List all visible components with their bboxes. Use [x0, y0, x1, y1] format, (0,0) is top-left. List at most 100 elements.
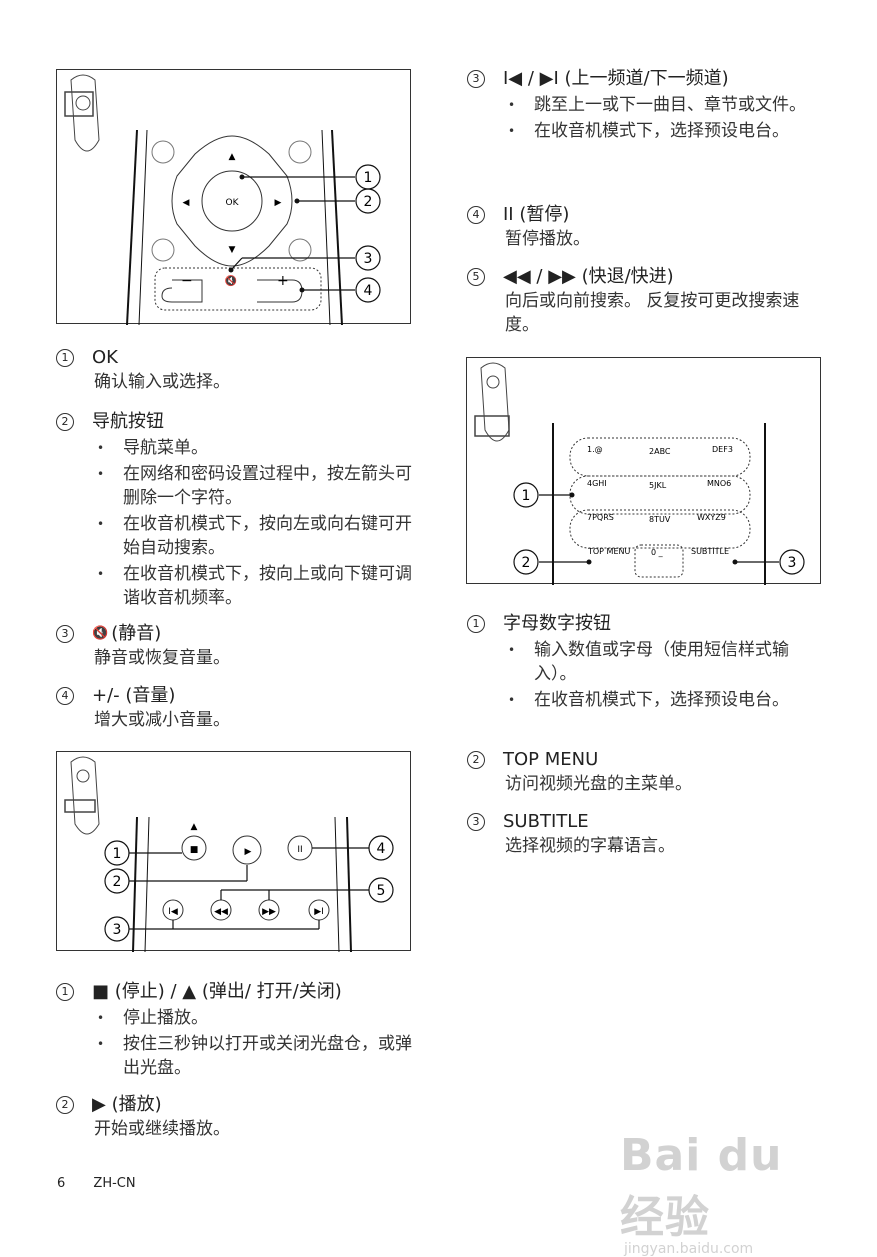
watermark-url: jingyan.baidu.com: [624, 1241, 754, 1257]
callout-1: 1: [522, 488, 531, 504]
figure-alphanumeric-keys: 1.@ 2ABC DEF3 4GHI 5JKL MNO6 7PQRS 8TUV …: [466, 357, 821, 585]
callout-3: 3: [788, 555, 797, 571]
ok-button: [201, 170, 263, 232]
callout-1: 1: [113, 846, 122, 862]
key-1: 1.@: [587, 445, 603, 454]
entry-desc: 暂停播放。: [505, 229, 590, 249]
nav-ring: [171, 135, 293, 267]
bullet: 在收音机模式下，按向左或向右键可开始自动搜索。: [94, 512, 416, 560]
key-0: 0 _: [651, 548, 664, 557]
entry-title: 字母数字按钮: [503, 613, 611, 634]
watermark-logo: Bai du 经验: [620, 1130, 783, 1243]
callout-5: 5: [377, 883, 386, 899]
entry-volume: 4 +/- (音量) 增大或减小音量。: [56, 684, 416, 732]
callout-2: 2: [364, 194, 373, 210]
svg-text:■: ■: [190, 845, 199, 855]
svg-text:▶: ▶: [275, 198, 282, 208]
entry-number: 3: [467, 70, 485, 88]
bullet: 在网络和密码设置过程中，按左箭头可删除一个字符。: [94, 462, 416, 510]
baidu-watermark: Bai du 经验 jingyan.baidu.com: [620, 1130, 830, 1257]
bullet: 在收音机模式下，按向上或向下键可调谐收音机频率。: [94, 562, 416, 610]
remote-thumbnail: [64, 756, 100, 835]
plus-label: +: [277, 273, 289, 289]
entry-number: 5: [467, 268, 485, 286]
entry-desc: 静音或恢复音量。: [94, 648, 230, 668]
svg-text:▶I: ▶I: [314, 907, 324, 917]
entry-number: 2: [56, 413, 74, 431]
svg-text:▼: ▼: [229, 245, 236, 255]
remote-diagram-nav: OK ▲ ▼ ◀ ▶ 🔇 − + 1 2 3 4: [64, 74, 381, 325]
entry-number: 3: [56, 625, 74, 643]
entry-title: OK: [92, 347, 118, 368]
entry-number: 4: [467, 206, 485, 224]
callout-2: 2: [113, 874, 122, 890]
figure-navigation-keys: OK ▲ ▼ ◀ ▶ 🔇 − + 1 2 3 4: [56, 69, 411, 325]
entry-desc: 选择视频的字幕语言。: [505, 836, 675, 856]
entry-number: 4: [56, 687, 74, 705]
entry-rewind-forward: 5◀◀ / ▶▶ (快退/快进) 向后或向前搜索。 反复按可更改搜索速度。: [467, 265, 812, 337]
svg-text:▲: ▲: [229, 152, 236, 162]
language-code: ZH-CN: [93, 1176, 136, 1191]
key-9: WXYZ9: [697, 513, 726, 522]
entry-play: 2▶ (播放) 开始或继续播放。: [56, 1093, 416, 1141]
key-5: 5JKL: [649, 481, 667, 490]
remote-diagram-alphanumeric: 1.@ 2ABC DEF3 4GHI 5JKL MNO6 7PQRS 8TUV …: [474, 362, 805, 585]
callout-2: 2: [522, 555, 531, 571]
entry-title: +/- (音量): [92, 685, 176, 706]
callout-1: 1: [364, 170, 373, 186]
callout-4: 4: [377, 841, 386, 857]
key-7: 7PQRS: [587, 513, 614, 522]
entry-desc: 增大或减小音量。: [94, 710, 230, 730]
bullet: 在收音机模式下，选择预设电台。: [505, 119, 827, 143]
figure-playback-keys: ■ ▲ ▶ II I◀ ◀◀ ▶▶ ▶I 1 2 3 4 5: [56, 751, 411, 952]
entry-mute: 3 🔇(静音) 静音或恢复音量。: [56, 622, 416, 670]
minus-label: −: [181, 273, 193, 289]
entry-title: I◀ / ▶I (上一频道/下一频道): [503, 68, 729, 89]
entry-ok: 1 OK 确认输入或选择。: [56, 346, 416, 394]
remote-thumbnail: [474, 362, 510, 442]
entry-stop-eject: 1 ■ (停止) / ▲ (弹出/ 打开/关闭) 停止播放。 按住三秒钟以打开或关…: [56, 980, 416, 1082]
entry-desc: 开始或继续播放。: [94, 1119, 230, 1139]
svg-text:▶: ▶: [245, 847, 252, 857]
entry-title: TOP MENU: [503, 749, 599, 770]
entry-title: ■ (停止) / ▲ (弹出/ 打开/关闭): [92, 981, 342, 1002]
svg-text:▶▶: ▶▶: [262, 907, 276, 917]
entry-title: ◀◀ / ▶▶ (快退/快进): [503, 266, 674, 287]
entry-number: 1: [56, 349, 74, 367]
entry-desc: 确认输入或选择。: [94, 372, 230, 392]
page-footer: 6 ZH-CN: [57, 1176, 136, 1191]
entry-title: (静音): [111, 623, 162, 644]
page-number: 6: [57, 1176, 66, 1191]
top-menu-label: TOP MENU: [587, 547, 630, 556]
svg-text:II: II: [297, 845, 302, 855]
bullet: 停止播放。: [94, 1006, 416, 1030]
mute-icon: 🔇: [92, 626, 109, 641]
key-8: 8TUV: [649, 515, 671, 524]
remote-thumbnail: [64, 74, 100, 152]
svg-text:◀: ◀: [183, 198, 190, 208]
callout-3: 3: [364, 251, 373, 267]
subtitle-label: SUBTITLE: [691, 547, 729, 556]
ok-label: OK: [226, 198, 240, 208]
bullet: 在收音机模式下，选择预设电台。: [505, 688, 827, 712]
entry-number: 2: [467, 751, 485, 769]
entry-number: 1: [56, 983, 74, 1001]
key-2: 2ABC: [649, 447, 671, 456]
callout-4: 4: [364, 283, 373, 299]
bullet: 跳至上一或下一曲目、章节或文件。: [505, 93, 827, 117]
entry-number: 1: [467, 615, 485, 633]
entry-title: II (暂停): [503, 204, 570, 225]
entry-number: 3: [467, 813, 485, 831]
key-3: DEF3: [712, 445, 733, 454]
svg-text:I◀: I◀: [168, 907, 178, 917]
bullet: 导航菜单。: [94, 436, 416, 460]
entry-number: 2: [56, 1096, 74, 1114]
entry-subtitle: 3 SUBTITLE 选择视频的字幕语言。: [467, 810, 827, 858]
svg-text:▲: ▲: [191, 822, 198, 832]
remote-diagram-playback: ■ ▲ ▶ II I◀ ◀◀ ▶▶ ▶I 1 2 3 4 5: [64, 756, 394, 952]
key-4: 4GHI: [587, 479, 607, 488]
bullet: 按住三秒钟以打开或关闭光盘仓，或弹出光盘。: [94, 1032, 416, 1080]
entry-title: SUBTITLE: [503, 811, 589, 832]
